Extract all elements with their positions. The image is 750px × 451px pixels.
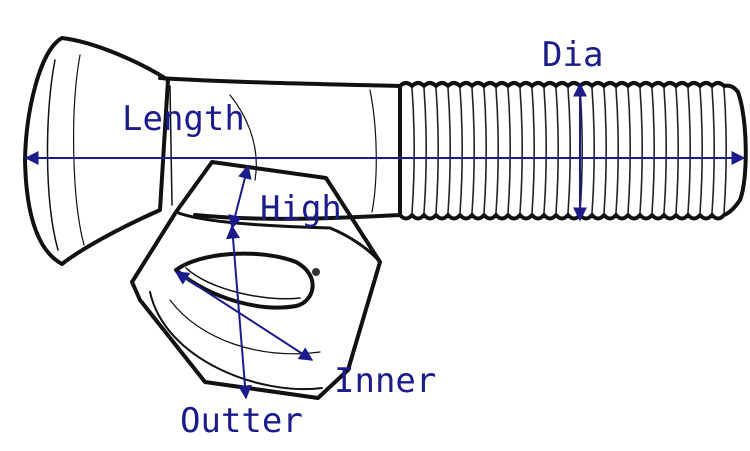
bolt-illustration	[23, 36, 748, 266]
high-label: High	[260, 189, 342, 229]
high-dimension-line	[228, 164, 252, 230]
bolt-head	[23, 36, 170, 266]
inner-label: Inner	[334, 361, 436, 401]
dia-label: Dia	[542, 35, 603, 75]
nut-hole	[174, 251, 315, 310]
bolt-thread	[398, 81, 748, 221]
outter-dimension-line	[226, 224, 252, 400]
outter-label: Outter	[180, 401, 303, 441]
nut-body	[130, 160, 382, 400]
length-label: Length	[122, 99, 245, 139]
